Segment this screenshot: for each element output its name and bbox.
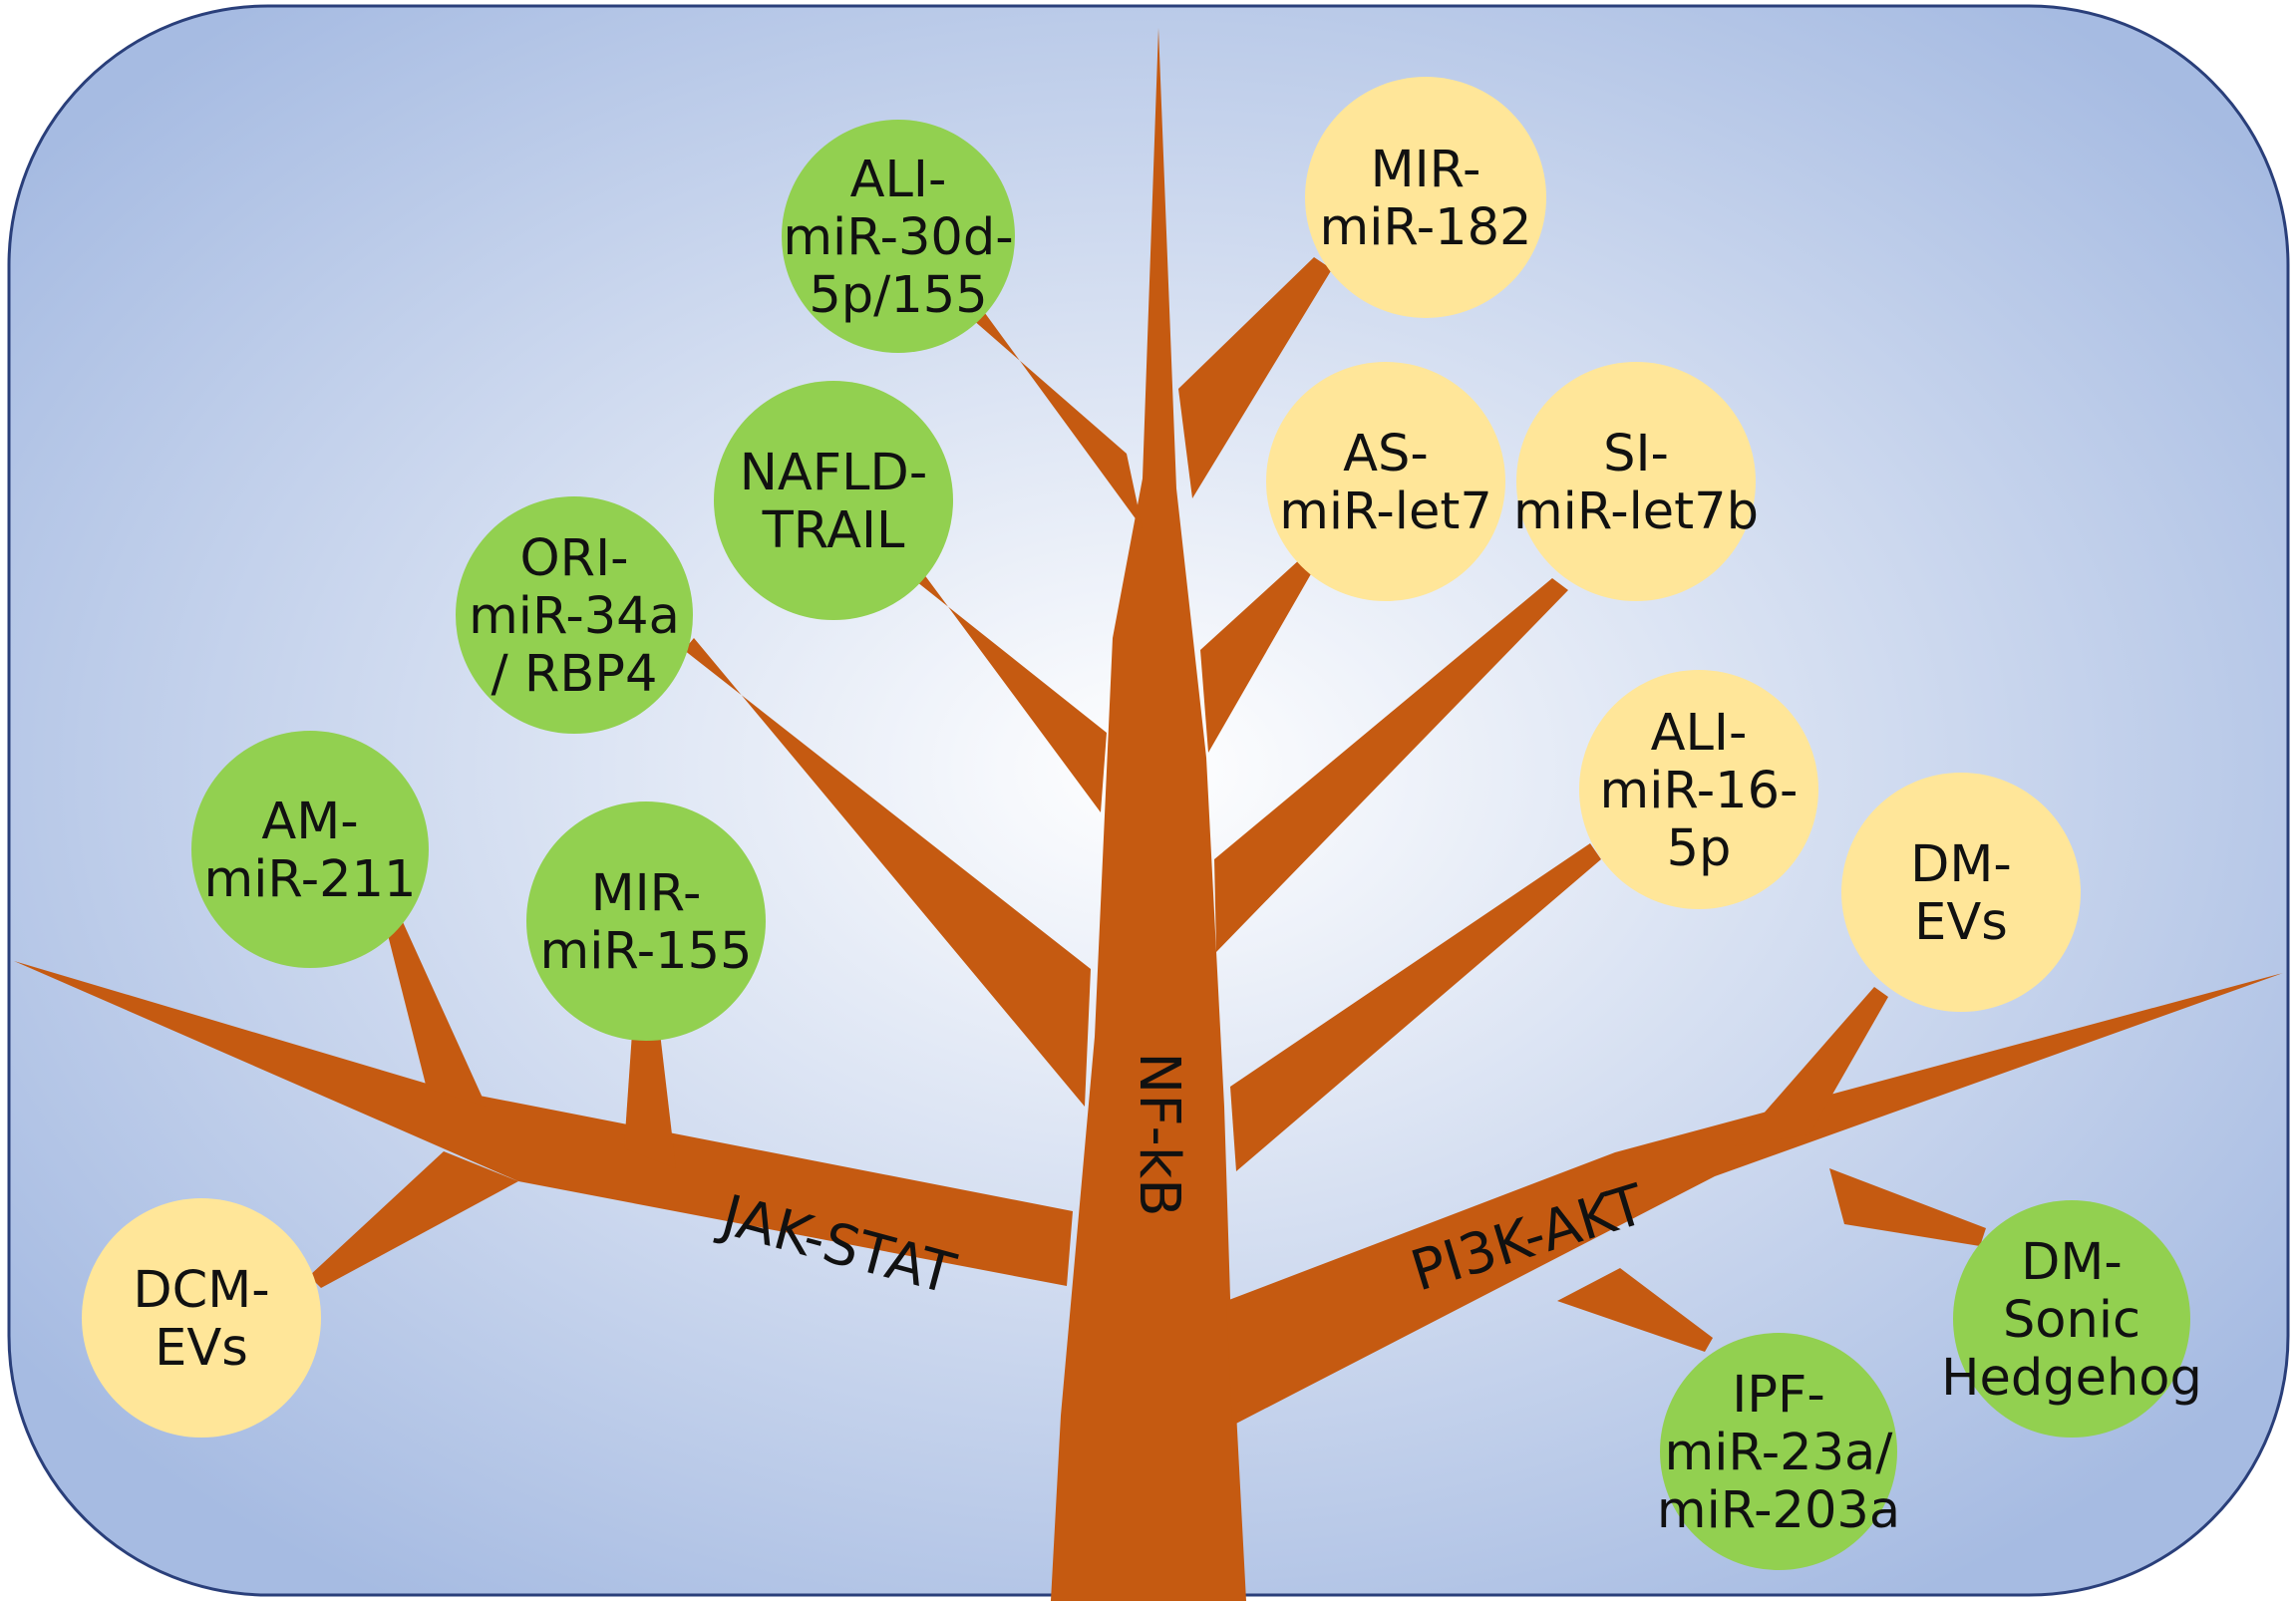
node-dcm-evs: DCM-EVs — [82, 1198, 321, 1438]
node-label-line: TRAIL — [762, 501, 905, 560]
node-circle — [1579, 670, 1818, 909]
node-label-line: 5p — [1667, 819, 1732, 878]
node-label-line: miR-let7b — [1513, 482, 1759, 541]
node-label-line: miR-211 — [204, 850, 417, 909]
node-circle — [1516, 362, 1756, 601]
node-label-line: / RBP4 — [491, 645, 657, 704]
node-label-line: miR-203a — [1657, 1481, 1900, 1540]
node-circle — [1266, 362, 1505, 601]
node-circle — [82, 1198, 321, 1438]
node-label-line: miR-16- — [1600, 762, 1799, 820]
branch-ori-mir34a — [684, 638, 1091, 1107]
branch-am-mir211 — [384, 913, 487, 1107]
node-label-line: Hedgehog — [1941, 1349, 2202, 1408]
node-circle — [1660, 1333, 1897, 1570]
node-ali-mir16: ALI-miR-16-5p — [1579, 670, 1818, 909]
branch-jak-stat — [14, 961, 1073, 1286]
node-circle — [782, 120, 1015, 353]
branch-si-let7b — [1214, 578, 1568, 952]
branch-nafld — [902, 558, 1107, 812]
node-label-line: miR-182 — [1320, 198, 1532, 257]
branch-dcm-evs — [309, 1151, 518, 1288]
node-ori-mir34a: ORI-miR-34a/ RBP4 — [456, 496, 693, 734]
node-label-line: MIR- — [591, 864, 702, 923]
tree-trunk — [14, 28, 2283, 1601]
node-label-line: ALI- — [850, 151, 947, 209]
branch-mir182 — [1178, 257, 1332, 498]
node-label-line: EVs — [1914, 893, 2008, 952]
node-si-mirlet7b: SI-miR-let7b — [1513, 362, 1759, 601]
node-label-line: miR-155 — [540, 922, 753, 981]
trunk-main — [1051, 28, 1246, 1601]
node-label-line: DCM- — [133, 1261, 269, 1320]
node-label-line: miR-34a — [469, 587, 680, 646]
node-label-line: miR-30d- — [783, 208, 1013, 267]
node-circle — [526, 801, 766, 1041]
node-circle — [1953, 1200, 2190, 1438]
node-circle — [456, 496, 693, 734]
node-label-line: ORI- — [519, 529, 628, 588]
node-dm-evs: DM-EVs — [1841, 773, 2081, 1012]
node-label-line: NAFLD- — [740, 444, 927, 502]
node-group: ALI-miR-30d-5p/155 MIR-miR-182 NAFLD-TRA… — [82, 77, 2202, 1570]
node-label-line: IPF- — [1732, 1366, 1825, 1425]
branch-ipf — [1557, 1268, 1713, 1352]
node-am-mir211: AM-miR-211 — [191, 731, 429, 968]
node-mir-mir155: MIR-miR-155 — [526, 801, 766, 1041]
node-as-mirlet7: AS-miR-let7 — [1266, 362, 1505, 601]
node-circle — [1305, 77, 1546, 318]
node-label-line: miR-let7 — [1279, 482, 1492, 541]
node-label-line: SI- — [1603, 425, 1669, 483]
node-circle — [714, 381, 953, 620]
branch-ali-mir16 — [1230, 843, 1601, 1171]
node-circle — [191, 731, 429, 968]
node-nafld-trail: NAFLD-TRAIL — [714, 381, 953, 620]
node-ali-mir30d: ALI-miR-30d-5p/155 — [782, 120, 1015, 353]
node-circle — [1841, 773, 2081, 1012]
node-label-line: 5p/155 — [809, 266, 987, 325]
branch-ali-mir30d — [972, 309, 1143, 528]
node-label-line: EVs — [155, 1319, 248, 1378]
node-label-line: ALI- — [1651, 704, 1748, 763]
branch-mir-mir155 — [624, 1033, 676, 1168]
node-label-line: DM- — [1910, 835, 2012, 894]
node-label-line: AS- — [1343, 425, 1429, 483]
nf-kb-label: NF-kB — [1127, 1052, 1191, 1216]
node-label-line: DM- — [2021, 1233, 2123, 1292]
branch-as-let7 — [1200, 558, 1312, 753]
node-label-line: AM- — [261, 793, 358, 851]
node-mir-mir182: MIR-miR-182 — [1305, 77, 1546, 318]
branch-dm-evs — [1735, 987, 1888, 1146]
node-label-line: miR-23a/ — [1665, 1424, 1894, 1482]
branch-dm-sonic — [1829, 1168, 1986, 1246]
node-label-line: MIR- — [1371, 141, 1481, 199]
node-label-line: Sonic — [2003, 1291, 2140, 1350]
node-ipf-mir23a: IPF-miR-23a/miR-203a — [1657, 1333, 1900, 1570]
